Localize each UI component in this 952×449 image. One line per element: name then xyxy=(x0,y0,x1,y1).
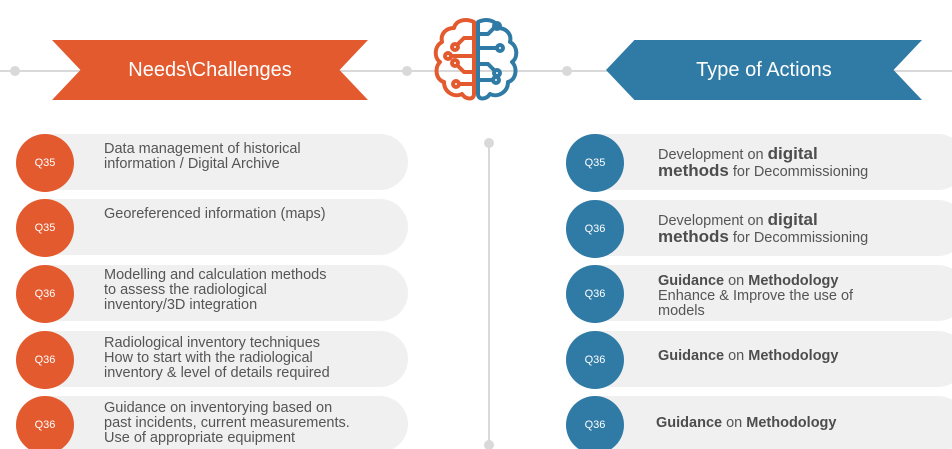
connector-dot xyxy=(10,66,20,76)
brain-circuit-icon xyxy=(433,18,519,101)
action-row-5: Q36 Guidance on Methodology xyxy=(566,396,952,449)
need-text: Georeferenced information (maps) xyxy=(104,207,394,222)
need-text-line: information / Digital Archive xyxy=(104,156,280,172)
need-row-5: Q36 Guidance on inventorying based on pa… xyxy=(16,396,408,449)
action-text: Guidance on Methodology xyxy=(656,415,837,431)
need-text-line: Use of appropriate equipment xyxy=(104,430,296,446)
need-row-4: Q36 Radiological inventory techniques Ho… xyxy=(16,331,408,389)
need-row-2: Q35 Georeferenced information (maps) xyxy=(16,199,408,257)
question-badge: Q35 xyxy=(16,199,74,257)
question-badge: Q36 xyxy=(16,331,74,389)
need-text-line: inventory & level of details required xyxy=(104,365,330,381)
need-text-line: How to start with the radiological xyxy=(104,350,313,366)
need-text-line: Guidance on inventorying based on xyxy=(104,400,333,416)
action-row-2: Q36 Development on digital methods for D… xyxy=(566,200,952,258)
center-divider-line xyxy=(488,144,490,449)
needs-challenges-title: Needs\Challenges xyxy=(128,58,292,81)
connector-dot xyxy=(562,66,572,76)
need-text-line: Georeferenced information (maps) xyxy=(104,206,326,222)
action-row-1: Q35 Development on digital methods for D… xyxy=(566,134,952,192)
question-badge: Q36 xyxy=(16,265,74,323)
question-badge: Q36 xyxy=(566,265,624,323)
type-of-actions-banner: Type of Actions xyxy=(606,40,922,100)
need-text-line: Radiological inventory techniques xyxy=(104,335,321,351)
action-text: Guidance on Methodology xyxy=(658,348,839,364)
action-text: Development on digital methods for Decom… xyxy=(658,210,869,246)
need-text-line: to assess the radiological xyxy=(104,282,267,298)
connector-dot xyxy=(484,138,494,148)
connector-dot xyxy=(484,440,494,449)
question-badge: Q35 xyxy=(16,134,74,192)
question-badge: Q36 xyxy=(566,200,624,258)
action-text: Guidance on Methodology Enhance & Improv… xyxy=(658,273,854,319)
need-text: Radiological inventory techniques How to… xyxy=(104,336,394,381)
action-row-3: Q36 Guidance on Methodology Enhance & Im… xyxy=(566,265,952,323)
needs-challenges-banner: Needs\Challenges xyxy=(52,40,368,100)
need-row-1: Q35 Data management of historical inform… xyxy=(16,134,408,192)
need-text-line: inventory/3D integration xyxy=(104,297,258,313)
type-of-actions-title: Type of Actions xyxy=(696,58,832,81)
need-text: Guidance on inventorying based on past i… xyxy=(104,401,394,446)
question-badge: Q36 xyxy=(566,396,624,449)
need-text-line: past incidents, current measurements. xyxy=(104,415,350,431)
question-badge: Q36 xyxy=(16,396,74,449)
need-row-3: Q36 Modelling and calculation methods to… xyxy=(16,265,408,323)
action-row-4: Q36 Guidance on Methodology xyxy=(566,331,952,389)
question-badge: Q36 xyxy=(566,331,624,389)
need-text-line: Modelling and calculation methods xyxy=(104,267,327,283)
question-badge: Q35 xyxy=(566,134,624,192)
need-text-line: Data management of historical xyxy=(104,141,301,157)
need-text: Modelling and calculation methods to ass… xyxy=(104,268,394,313)
connector-dot xyxy=(402,66,412,76)
action-text: Development on digital methods for Decom… xyxy=(658,144,869,180)
need-text: Data management of historical informatio… xyxy=(104,142,394,172)
